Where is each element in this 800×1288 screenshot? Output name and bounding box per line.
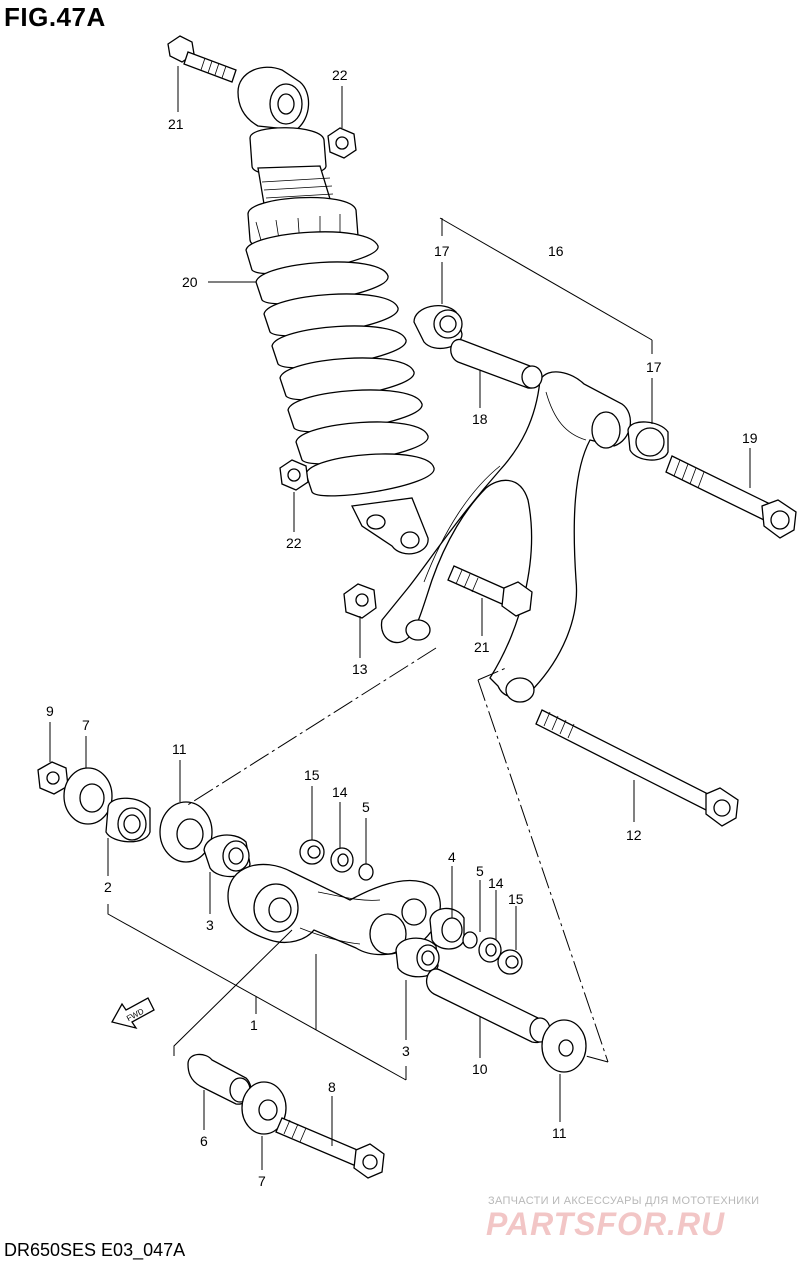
top-mount-bolt	[167, 35, 237, 83]
nut-13	[343, 583, 377, 619]
bolt-12	[535, 709, 739, 827]
bearing-3-lower	[395, 937, 440, 978]
callout-20: 20	[182, 274, 198, 290]
callout-11-lower: 11	[552, 1125, 567, 1141]
callout-2: 2	[104, 879, 112, 895]
callout-1: 1	[250, 1017, 258, 1033]
watermark-brand-logo: PARTSFOR.RU	[486, 1206, 726, 1242]
bearing-4	[429, 907, 465, 950]
collar-15-lower	[497, 949, 523, 975]
callout-21-lower: 21	[474, 639, 490, 655]
callout-7-bottom: 7	[258, 1173, 266, 1189]
callout-labels: 21 22 17 16 20 17 18 19 22 21 13 9 7 11 …	[46, 67, 758, 1189]
bearing-3-top	[203, 834, 251, 878]
leader-lines	[49, 66, 751, 1170]
collar-15-top	[299, 839, 325, 865]
callout-8: 8	[328, 1079, 336, 1095]
nut-9	[37, 761, 69, 795]
spacer-17-top	[413, 305, 463, 350]
forward-arrow-icon: FWD	[111, 997, 155, 1030]
callout-4: 4	[448, 849, 456, 865]
callout-13: 13	[352, 661, 368, 677]
callout-7-top: 7	[82, 717, 90, 733]
cushion-rod	[227, 863, 441, 956]
callout-9: 9	[46, 703, 54, 719]
callout-12: 12	[626, 827, 642, 843]
callout-3-top: 3	[206, 917, 214, 933]
bolt-21-lower	[447, 565, 533, 617]
bolt-8	[275, 1117, 385, 1179]
callout-17-right: 17	[646, 359, 662, 375]
callout-11-top: 11	[172, 741, 187, 757]
callout-17-top: 17	[434, 243, 450, 259]
seal-11-top	[159, 801, 213, 863]
callout-16: 16	[548, 243, 564, 259]
spacer-6	[187, 1053, 252, 1105]
watermark-tagline: ЗАПЧАСТИ И АКСЕССУАРЫ ДЛЯ МОТОТЕХНИКИ	[488, 1195, 760, 1207]
shaft-10	[425, 968, 551, 1044]
callout-5-top: 5	[362, 799, 370, 815]
washer-14-top	[330, 847, 354, 873]
callout-3-lower: 3	[402, 1043, 410, 1059]
callout-21-top: 21	[168, 116, 184, 132]
callout-6: 6	[200, 1133, 208, 1149]
oring-5-top	[358, 863, 374, 881]
washer-7-bottom	[241, 1081, 287, 1135]
callout-14-lower: 14	[488, 875, 504, 891]
seal-11-lower	[541, 1019, 587, 1073]
shaft-18	[450, 338, 543, 389]
callout-22-top: 22	[332, 67, 348, 83]
oring-5-lower	[462, 931, 478, 949]
washer-7-top	[63, 767, 113, 825]
diagram-code: DR650SES E03_047A	[4, 1240, 186, 1260]
washer-14-lower	[478, 937, 502, 963]
callout-15-lower: 15	[508, 891, 524, 907]
callout-22-lower: 22	[286, 535, 302, 551]
callout-14-top: 14	[332, 784, 348, 800]
spacer-17-right	[627, 421, 669, 461]
callout-10: 10	[472, 1061, 488, 1077]
callout-15-top: 15	[304, 767, 320, 783]
callout-18: 18	[472, 411, 488, 427]
shock-absorber	[167, 35, 435, 555]
figure-title: FIG.47A	[4, 2, 106, 32]
nut-22-lower	[279, 459, 309, 491]
callout-5-lower: 5	[476, 863, 484, 879]
cushion-lever	[380, 371, 632, 703]
callout-19: 19	[742, 430, 758, 446]
shock-spring	[245, 231, 435, 497]
bushing-2	[105, 797, 151, 843]
nut-22-top	[327, 127, 357, 159]
bolt-19	[665, 455, 797, 539]
